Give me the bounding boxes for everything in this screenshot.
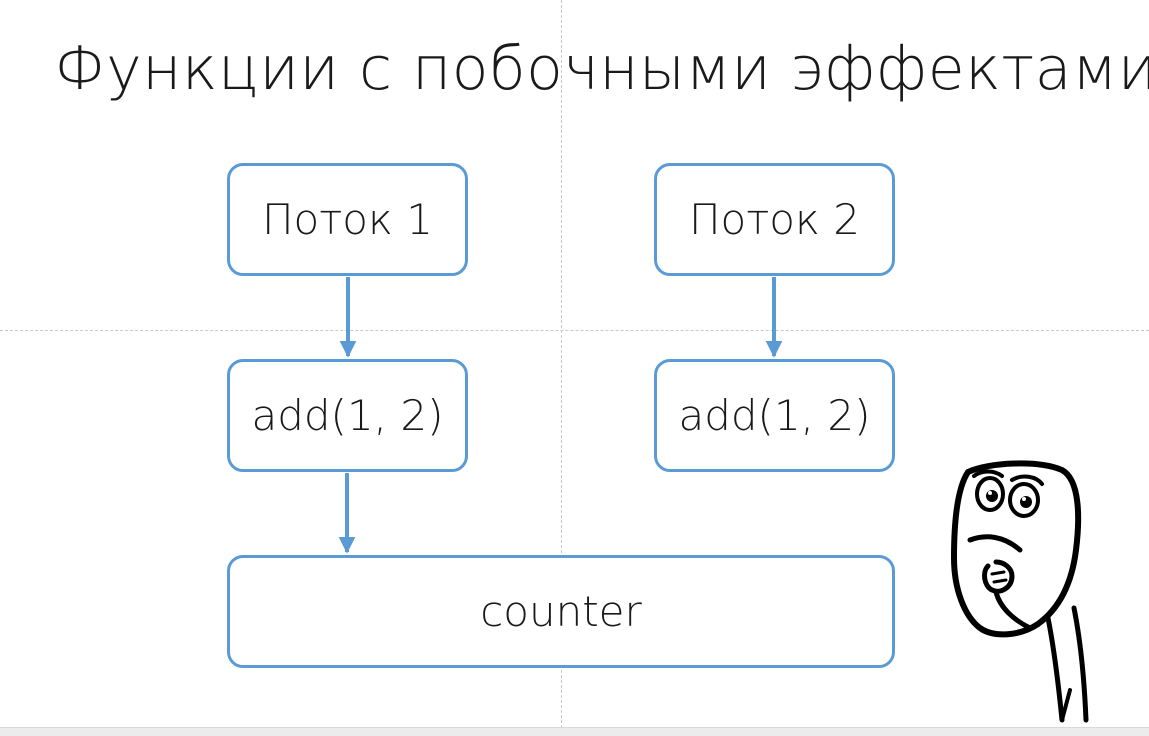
add-call-1-label: add(1, 2) <box>251 391 444 440</box>
slide-title: Функции с побочными эффектами <box>54 34 1149 104</box>
thread-2-box: Поток 2 <box>654 163 895 276</box>
thread-1-box: Поток 1 <box>227 163 468 276</box>
thinking-stick-figure-icon <box>951 460 1089 723</box>
horizontal-guide-line <box>0 330 1149 331</box>
thread-2-label: Поток 2 <box>688 195 861 244</box>
add-call-1-box: add(1, 2) <box>227 359 468 472</box>
counter-label: counter <box>480 587 642 636</box>
thread-1-label: Поток 1 <box>261 195 434 244</box>
bottom-status-bar <box>0 727 1149 736</box>
add-call-2-box: add(1, 2) <box>654 359 895 472</box>
add-call-2-label: add(1, 2) <box>678 391 871 440</box>
vertical-guide-line <box>561 0 562 728</box>
counter-box: counter <box>227 555 895 668</box>
